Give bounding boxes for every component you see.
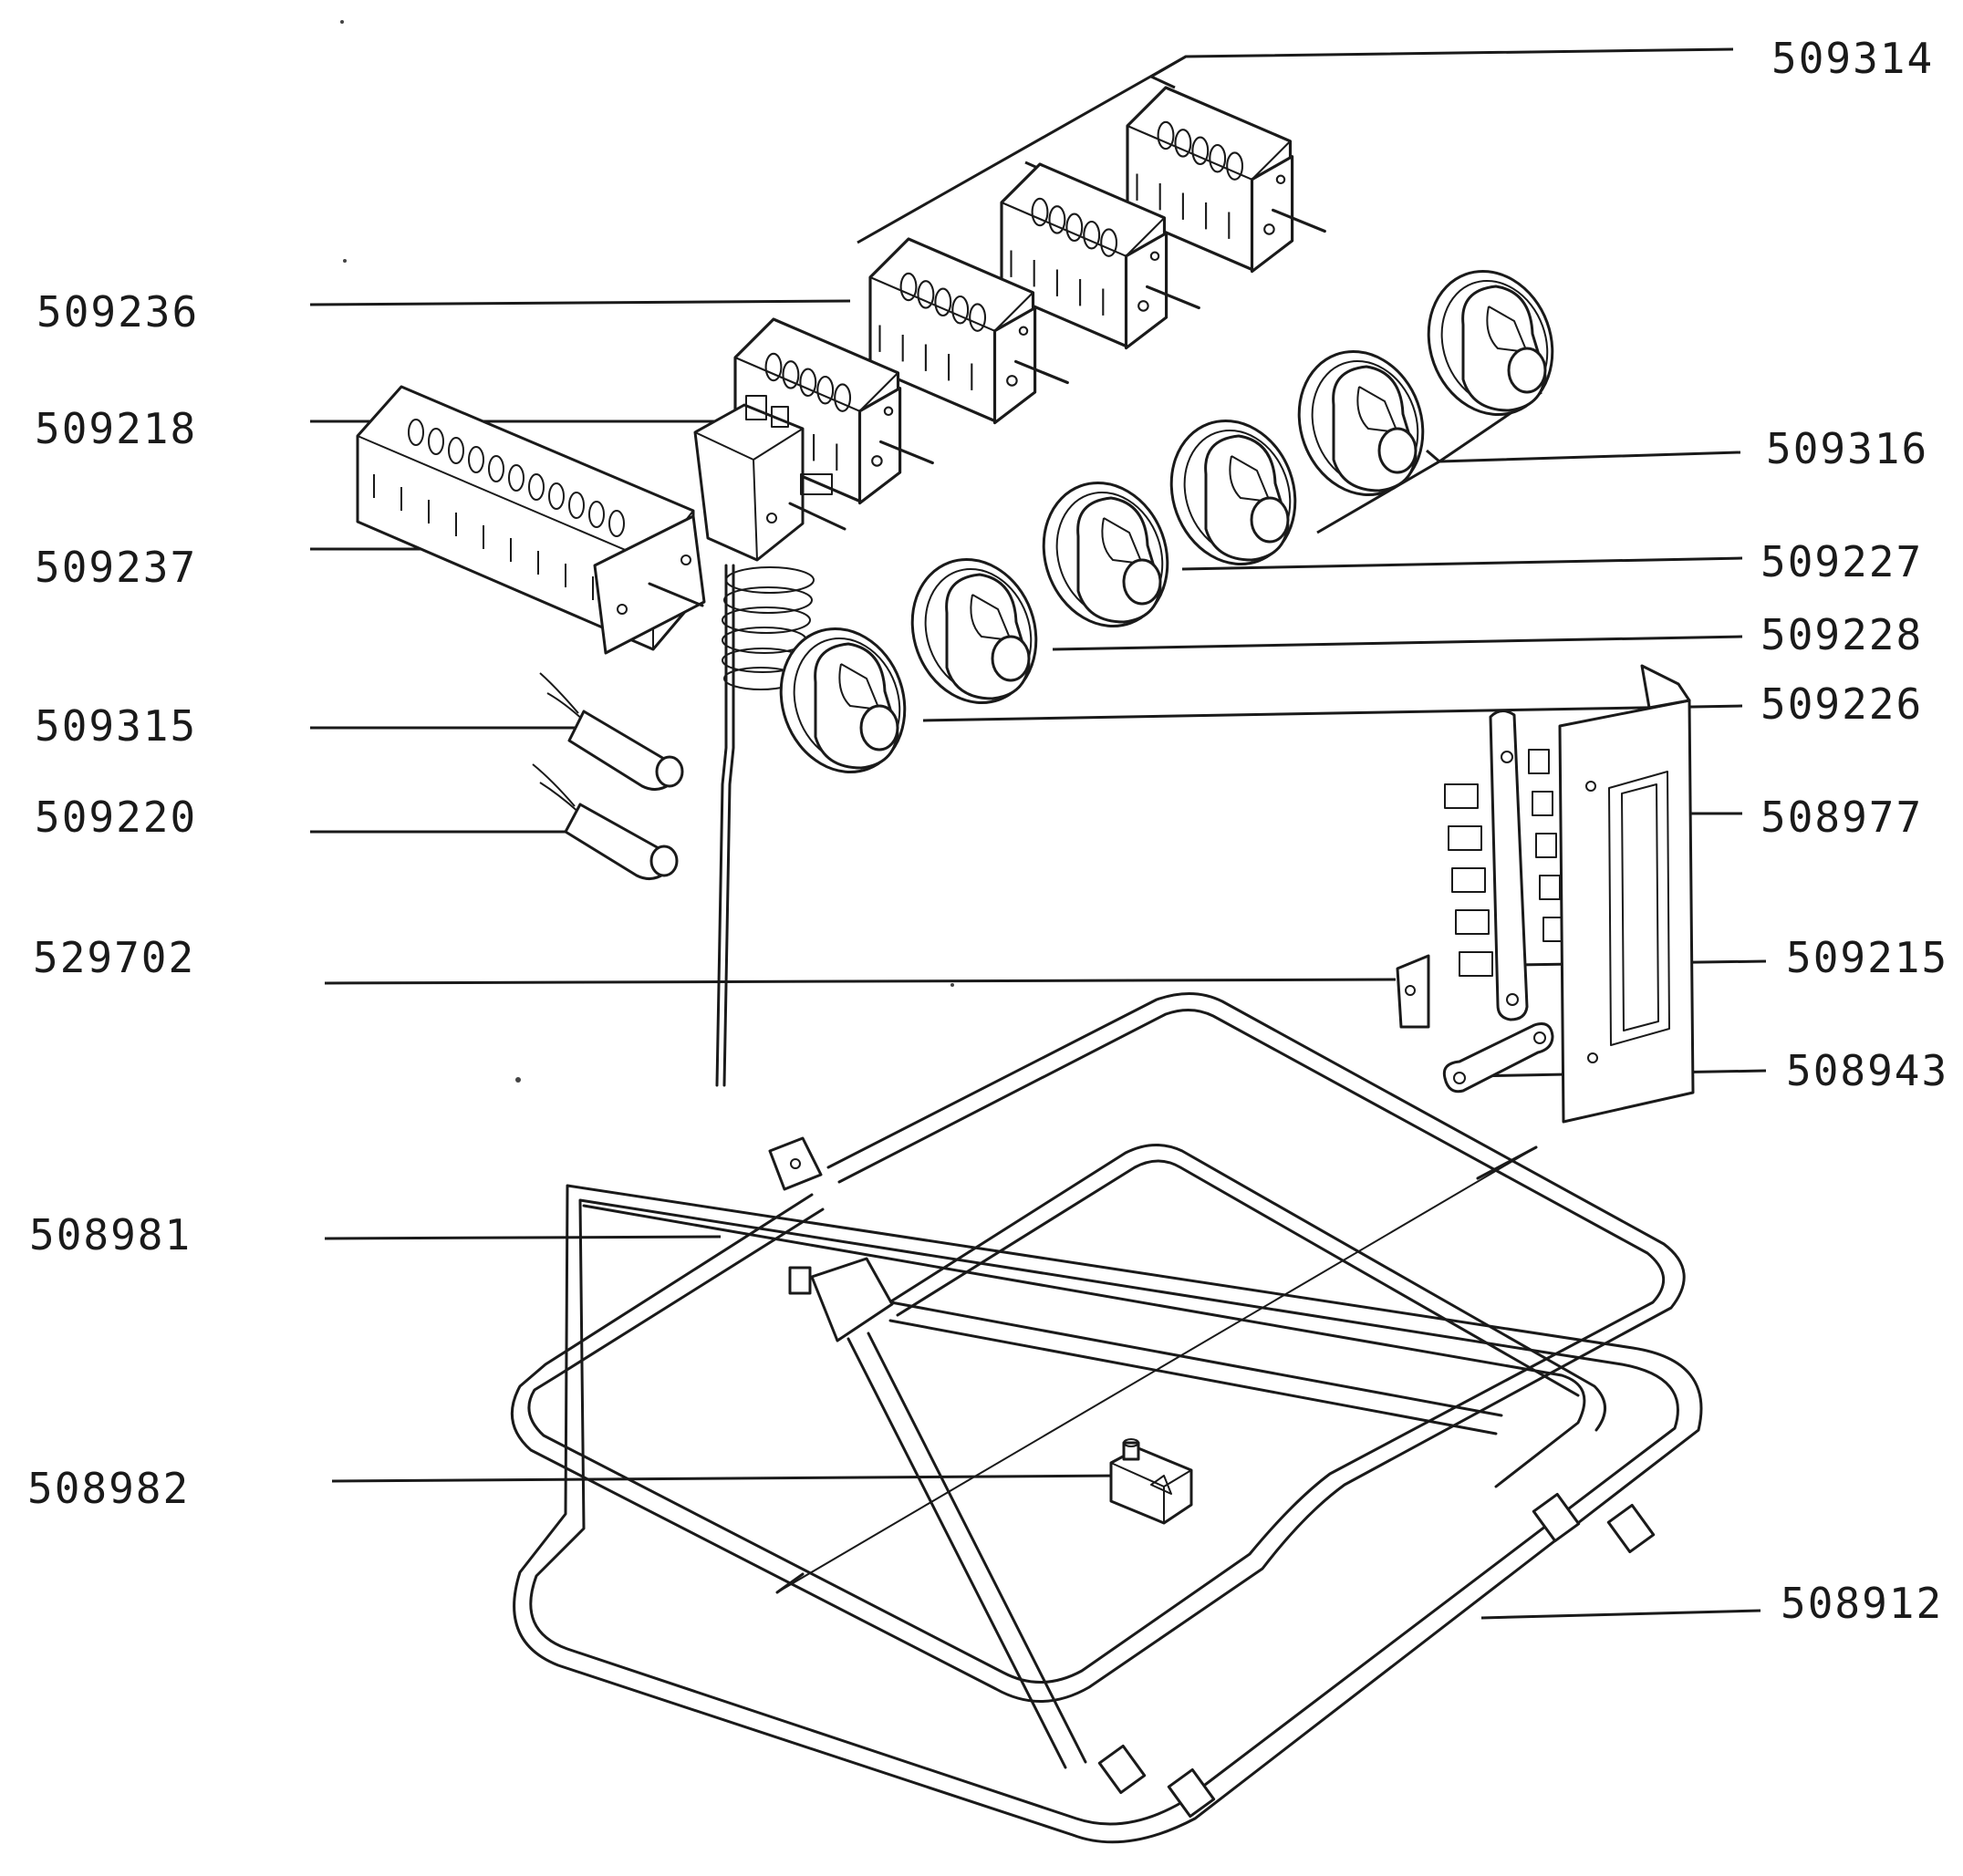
label-508981: 508981 [29, 1210, 192, 1259]
knob-509316-2 [1278, 332, 1444, 514]
leader-509226 [922, 704, 1743, 722]
bracket-529702 [1396, 954, 1430, 1029]
label-509316: 509316 [1766, 424, 1928, 473]
knob-509228 [891, 540, 1057, 722]
terminal-block-509215 [1444, 710, 1564, 1021]
label-509237: 509237 [35, 543, 197, 592]
switch-block-509237 [356, 385, 706, 655]
label-509226: 509226 [1760, 679, 1923, 729]
label-509227: 509227 [1760, 537, 1923, 586]
strap-508943 [1442, 1022, 1554, 1093]
heating-element-508912 [513, 1184, 1703, 1844]
label-509215: 509215 [1786, 933, 1948, 982]
label-509236: 509236 [36, 287, 199, 337]
label-509315: 509315 [35, 701, 197, 751]
knob-509226 [760, 609, 926, 792]
label-529702: 529702 [33, 933, 195, 982]
sensor-509315 [539, 672, 684, 791]
leader-508981 [324, 1235, 722, 1240]
label-509314: 509314 [1771, 34, 1934, 83]
leader-509228 [1052, 635, 1743, 651]
label-508982: 508982 [27, 1464, 190, 1513]
label-508977: 508977 [1760, 793, 1923, 842]
safety-thermostat-508982 [1109, 1438, 1193, 1525]
label-508943: 508943 [1786, 1046, 1948, 1095]
leader-529702 [324, 978, 1397, 985]
heating-element-508981 [510, 991, 1686, 1769]
knob-509316-1 [1407, 252, 1574, 434]
leader-509236 [309, 299, 851, 306]
knob-509316-3 [1150, 401, 1316, 584]
leader-508982 [331, 1474, 1125, 1483]
leader-509227 [1181, 556, 1743, 571]
label-509220: 509220 [35, 793, 197, 842]
part-labels: 509314 509236 509218 509316 509237 50922… [27, 34, 1948, 1628]
scan-specks [340, 20, 954, 1083]
label-509218: 509218 [35, 404, 197, 453]
label-509228: 509228 [1760, 610, 1923, 659]
sensor-509220 [532, 763, 679, 880]
leader-lines [309, 47, 1767, 1620]
leader-509314 [857, 47, 1734, 244]
knob-509227 [1023, 463, 1189, 646]
cover-plate-508977 [1558, 664, 1695, 1124]
label-508912: 508912 [1781, 1579, 1943, 1628]
leader-508912 [1480, 1609, 1761, 1620]
